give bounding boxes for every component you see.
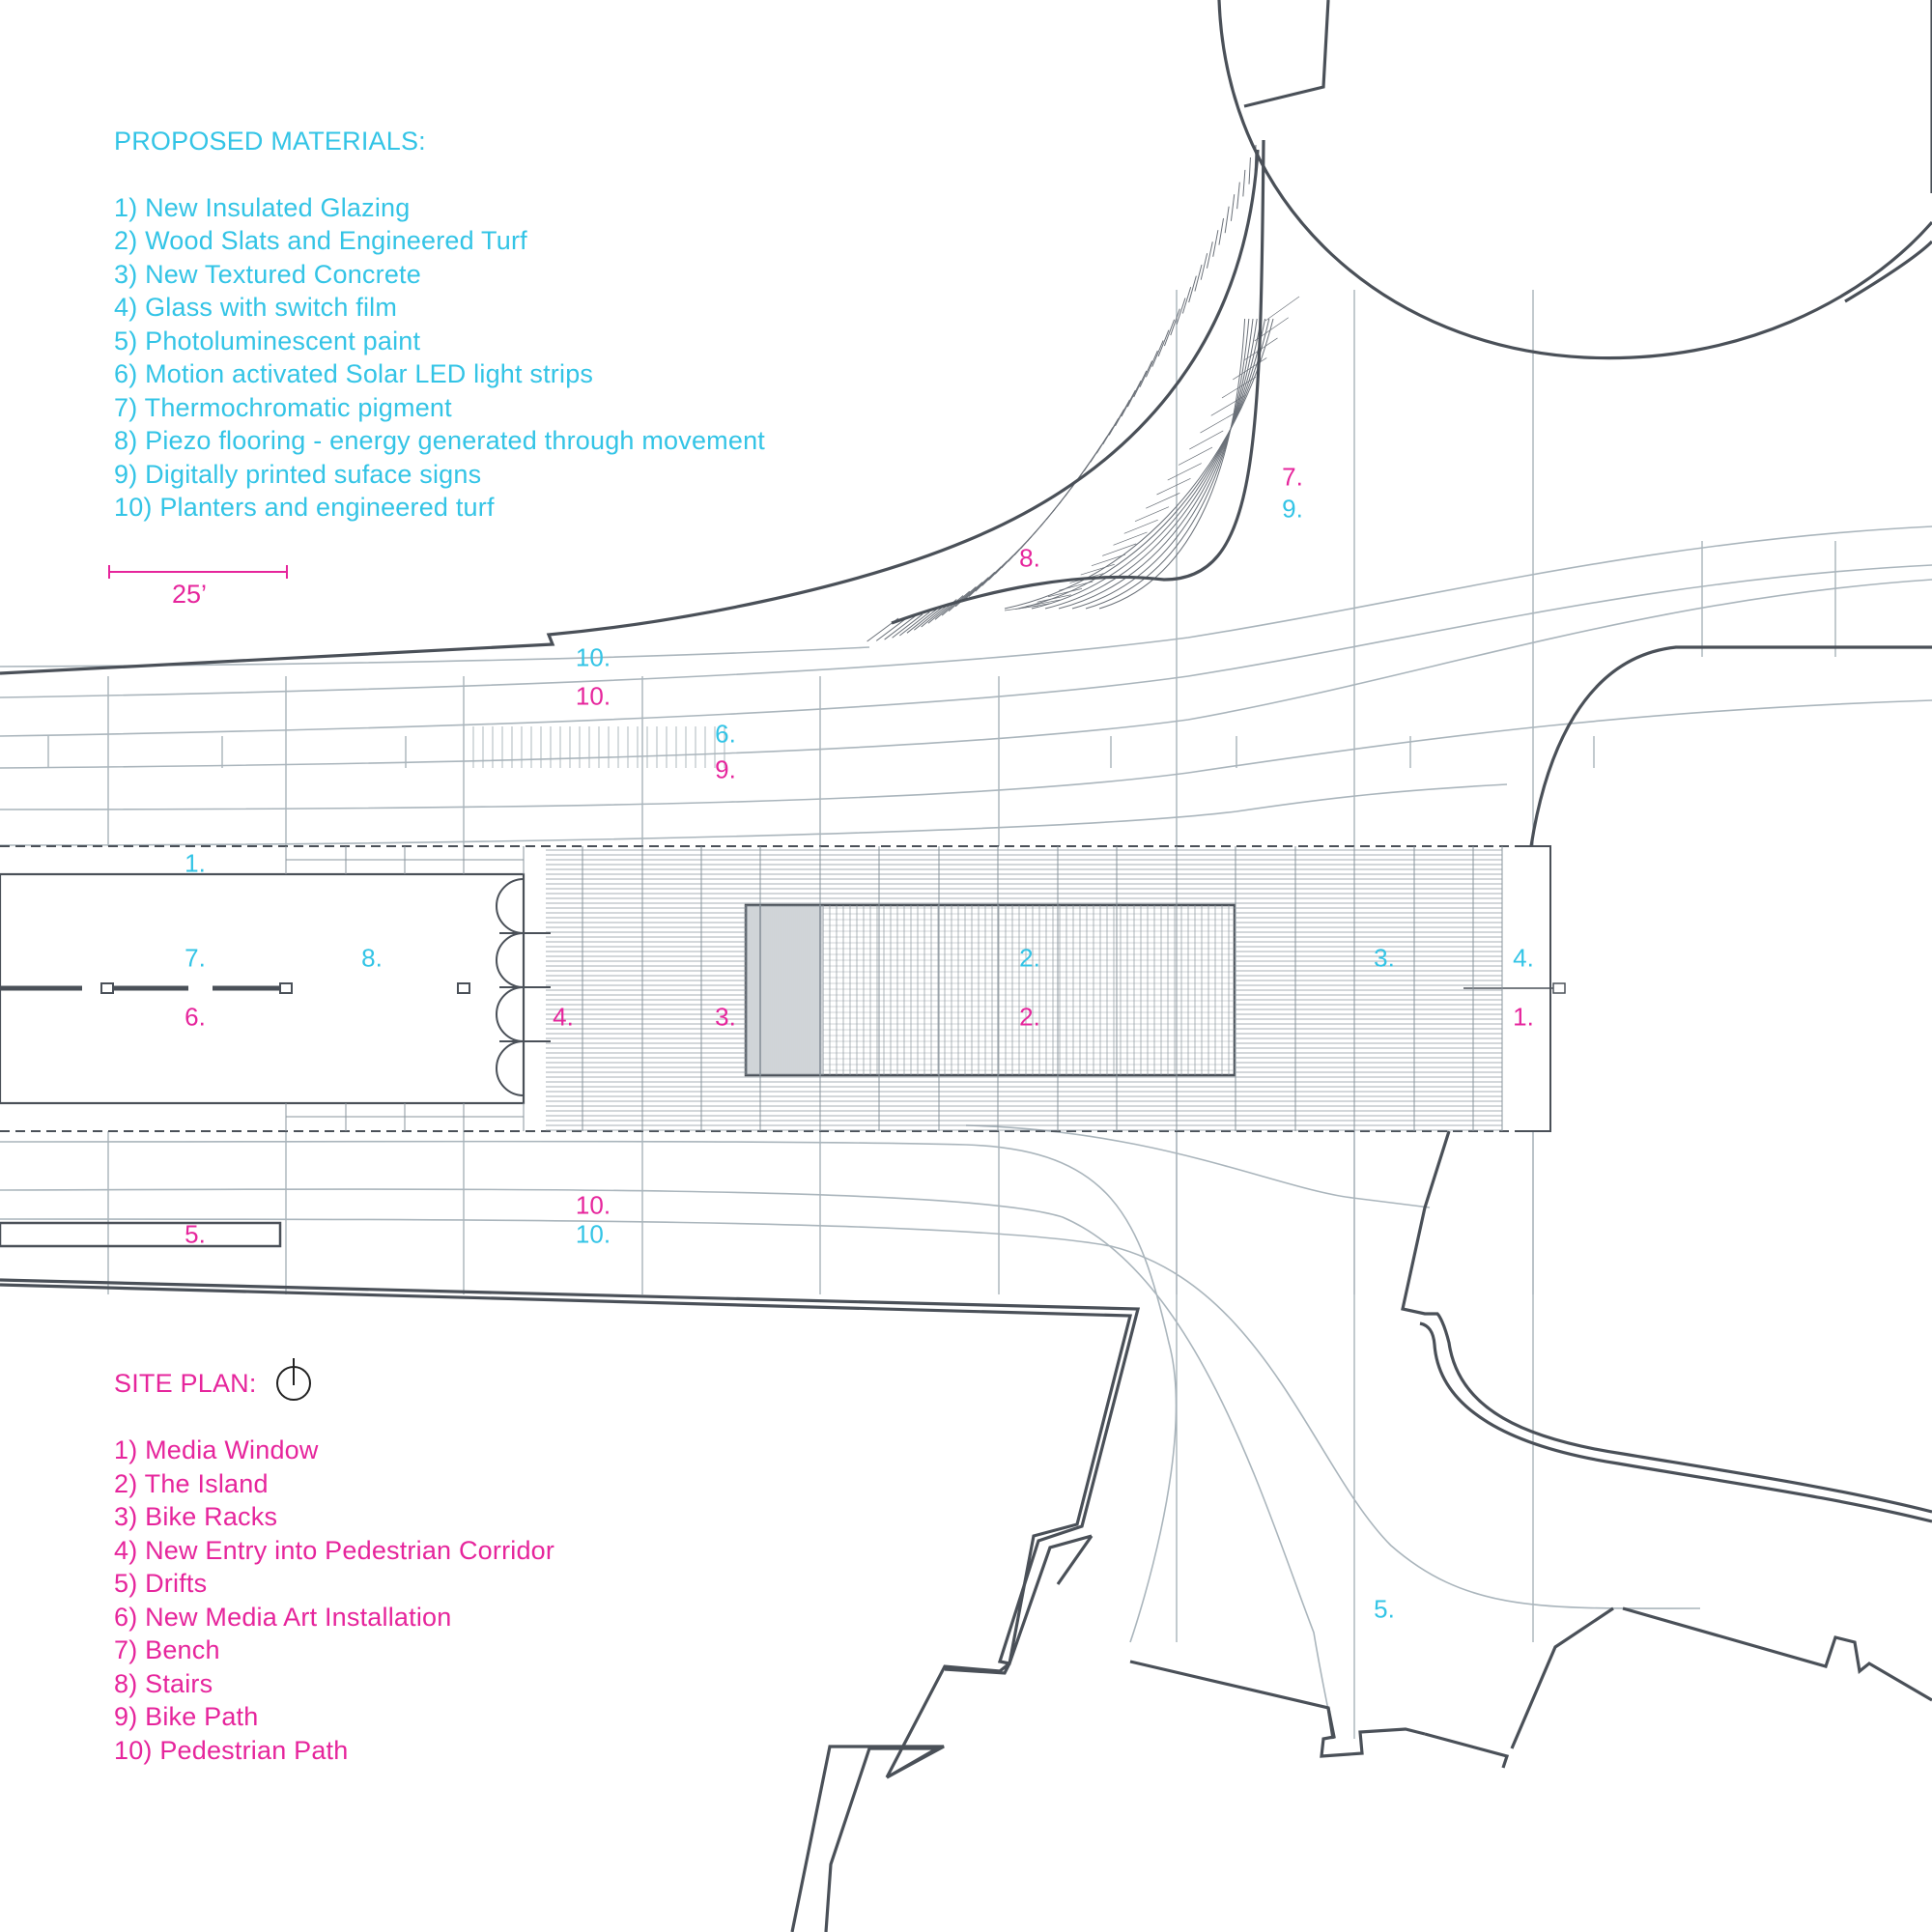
corridor-paving	[285, 846, 1503, 1131]
plan-tag: 1.	[185, 848, 206, 878]
site-plan-item: 7) Bench	[114, 1635, 220, 1664]
plan-tag: 2.	[1019, 943, 1040, 973]
materials-list: 1) New Insulated Glazing 2) Wood Slats an…	[114, 191, 765, 525]
scale-bar	[108, 565, 288, 579]
site-plan-item: 4) New Entry into Pedestrian Corridor	[114, 1535, 555, 1565]
stairs-pattern	[867, 144, 1300, 642]
site-plan-item: 5) Drifts	[114, 1569, 208, 1598]
site-plan-item: 1) Media Window	[114, 1435, 319, 1464]
plan-tag: 4.	[1513, 943, 1534, 973]
plan-tag: 10.	[575, 681, 611, 711]
site-plan-item: 3) Bike Racks	[114, 1502, 278, 1531]
material-item: 2) Wood Slats and Engineered Turf	[114, 226, 527, 255]
site-plan-title-row: SITE PLAN:	[114, 1358, 554, 1401]
plan-tag: 6.	[185, 1002, 206, 1032]
plan-tag: 5.	[185, 1219, 206, 1249]
site-plan-item: 9) Bike Path	[114, 1702, 259, 1731]
material-item: 4) Glass with switch film	[114, 293, 398, 322]
plan-tag: 3.	[715, 1002, 736, 1032]
site-plan-item: 2) The Island	[114, 1468, 269, 1498]
plan-tag: 10.	[575, 1219, 611, 1249]
site-plan-item: 8) Stairs	[114, 1668, 213, 1698]
plan-tag: 9.	[715, 754, 736, 784]
material-item: 9) Digitally printed suface signs	[114, 459, 482, 489]
plan-tag: 6.	[715, 719, 736, 749]
materials-title: PROPOSED MATERIALS:	[114, 127, 426, 156]
plan-tag: 4.	[553, 1002, 574, 1032]
scale-label: 25’	[172, 580, 208, 609]
materials-legend: PROPOSED MATERIALS: 1) New Insulated Gla…	[114, 125, 765, 525]
site-plan-legend: SITE PLAN: 1) Media Window 2) The Island 3…	[114, 1358, 554, 1767]
material-item: 7) Thermochromatic pigment	[114, 392, 452, 422]
north-arrow-icon	[275, 1358, 311, 1401]
plan-tag: 3.	[1374, 943, 1395, 973]
plan-tag: 8.	[1019, 543, 1040, 573]
path-curves	[0, 526, 1932, 1740]
plan-tag: 1.	[1513, 1002, 1534, 1032]
site-plan-item: 10) Pedestrian Path	[114, 1735, 349, 1765]
entry-doors	[496, 878, 551, 1096]
site-plan-list: 1) Media Window 2) The Island 3) Bike Rack…	[114, 1434, 554, 1767]
site-plan-item: 6) New Media Art Installation	[114, 1602, 452, 1632]
plan-tag: 10.	[575, 642, 611, 672]
material-item: 5) Photoluminescent paint	[114, 326, 421, 355]
plan-tag: 7.	[185, 943, 206, 973]
lower-building-outlines	[0, 1283, 1133, 1664]
drifts-bar	[0, 1221, 282, 1248]
plan-tag: 7.	[1282, 462, 1303, 492]
paving-grid	[47, 290, 1836, 1739]
plan-tag: 2.	[1019, 1002, 1040, 1032]
plan-tag: 9.	[1282, 494, 1303, 524]
material-item: 10) Planters and engineered turf	[114, 493, 495, 522]
material-item: 1) New Insulated Glazing	[114, 192, 411, 222]
material-item: 8) Piezo flooring - energy generated thr…	[114, 426, 765, 455]
material-item: 6) Motion activated Solar LED light stri…	[114, 359, 594, 388]
plan-tag: 8.	[361, 943, 383, 973]
plan-tag: 5.	[1374, 1594, 1395, 1624]
material-item: 3) New Textured Concrete	[114, 259, 421, 289]
site-plan-title: SITE PLAN:	[114, 1368, 257, 1398]
plan-tag: 10.	[575, 1190, 611, 1220]
